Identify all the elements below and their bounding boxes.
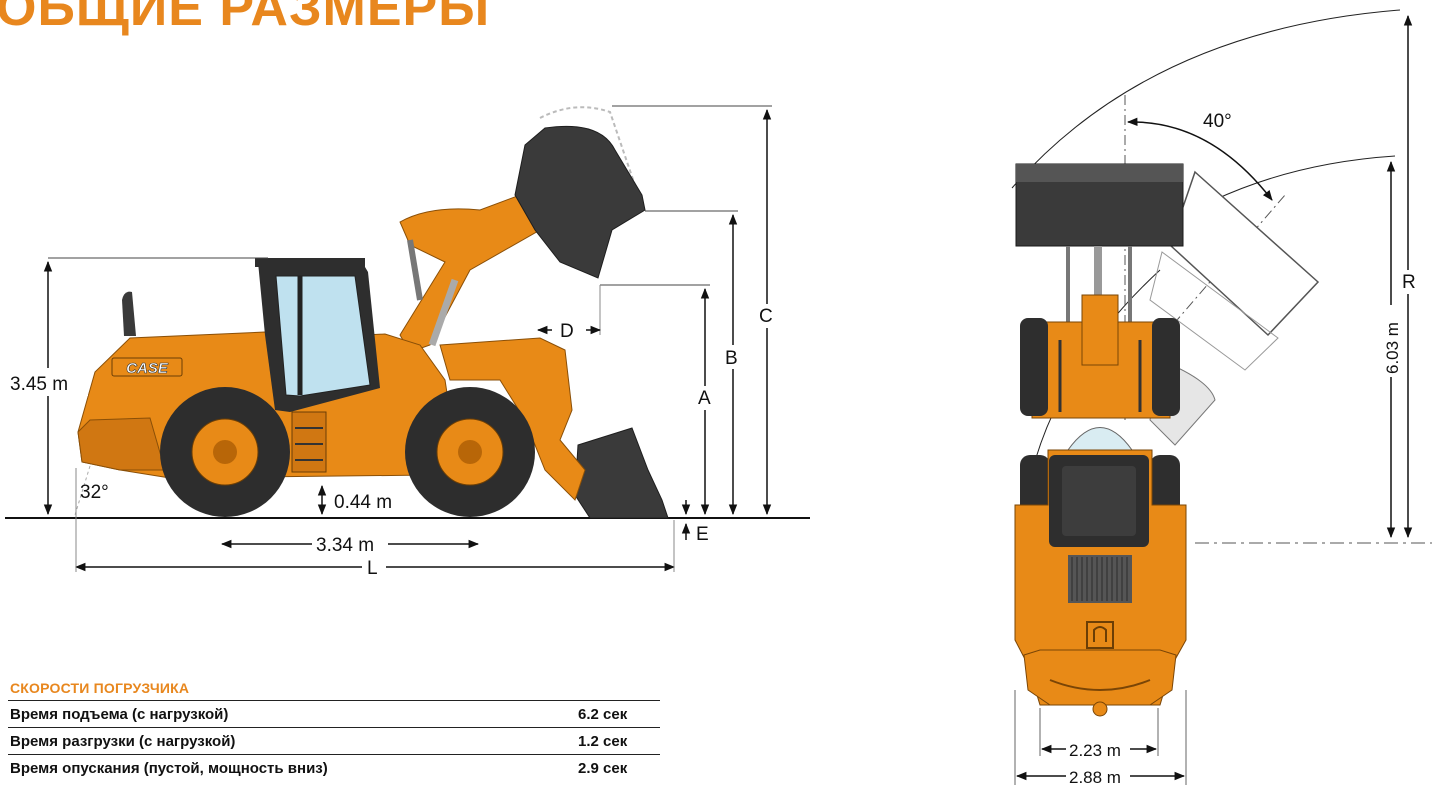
page-title: ОБЩИЕ РАЗМЕРЫ [0,0,491,37]
length-label: L [367,558,378,579]
ground-clearance: 0.44 m [334,492,392,513]
steering-angle: 40° [1203,111,1232,132]
turning-radius-value: 6.03 m [1383,322,1402,374]
side-view: CASE 3.45 m [5,105,810,579]
speed-value: 2.9 сек [576,754,660,781]
dimension-a-label: A [698,388,711,409]
dimension-d-label: D [560,321,574,342]
loader-arm-raised [399,194,546,353]
speed-value: 1.2 сек [576,727,660,755]
table-row: Время опускания (пустой, мощность вниз) … [8,754,660,781]
speed-label: Время разгрузки (с нагрузкой) [8,727,576,755]
top-view: 40° [1011,9,1432,785]
raised-bucket [514,125,646,279]
table-row: Время подъема (с нагрузкой) 6.2 сек [8,700,660,728]
lowered-bucket [574,427,669,519]
speeds-table: Время подъема (с нагрузкой) 6.2 сек Врем… [8,700,660,781]
brand-logo-text: CASE [126,360,169,377]
speeds-title: СКОРОСТИ ПОГРУЗЧИКА [10,680,190,696]
turning-radius-label: R [1402,272,1416,293]
table-row: Время разгрузки (с нагрузкой) 1.2 сек [8,727,660,755]
speed-label: Время опускания (пустой, мощность вниз) [8,754,576,781]
height-dimension: 3.45 m [10,374,68,395]
speed-value: 6.2 сек [576,700,660,728]
dimension-e-label: E [696,524,709,545]
front-wheel [405,387,535,517]
operator-cab [255,258,380,412]
speed-label: Время подъема (с нагрузкой) [8,700,576,728]
overall-width: 2.88 m [1069,768,1121,785]
wheelbase-dimension: 3.34 m [316,535,374,556]
dimension-b-label: B [725,348,738,369]
departure-angle: 32° [80,482,109,503]
exhaust-stack [122,291,136,336]
rear-wheel [160,387,290,517]
loader-speeds-section: СКОРОСТИ ПОГРУЗЧИКА Время подъема (с наг… [8,680,660,781]
dimension-c-label: C [759,306,773,327]
track-width: 2.23 m [1069,741,1121,760]
loader-arm-lowered [439,337,586,501]
